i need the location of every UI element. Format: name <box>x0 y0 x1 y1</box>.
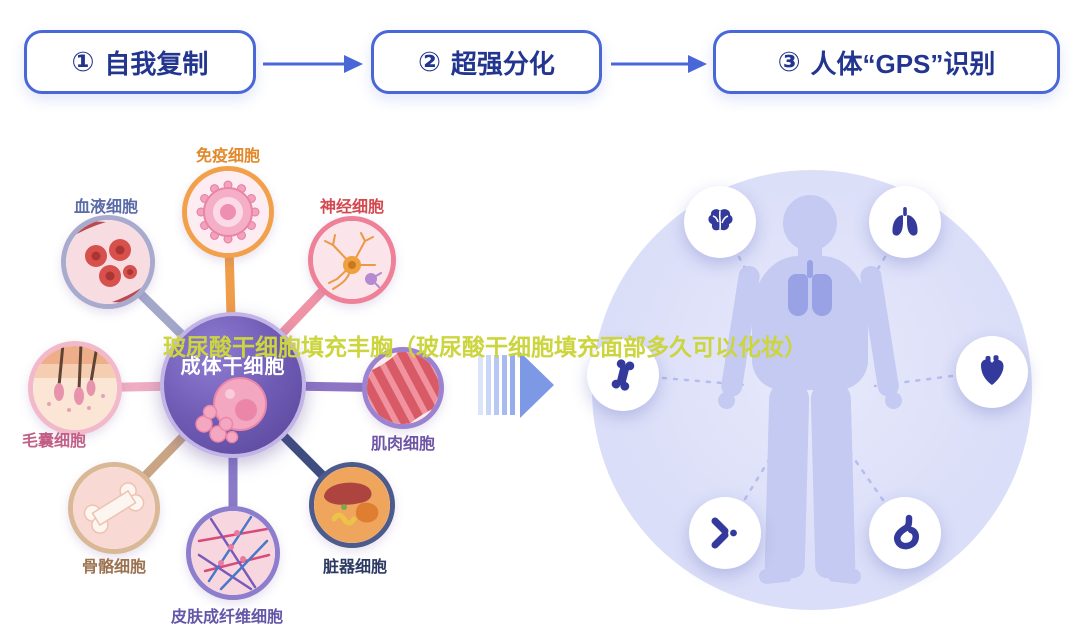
step-label-3: 人体“GPS”识别 <box>810 48 996 79</box>
bone-icon <box>587 339 659 411</box>
step-box-self-renewal: ① 自我复制 <box>24 30 256 94</box>
step-number-1: ① <box>71 46 95 77</box>
step-number-2: ② <box>418 46 441 77</box>
cell-label-hair-follicle: 毛囊细胞 <box>22 433 87 450</box>
cell-label-nerve: 神经细胞 <box>320 199 385 216</box>
cell-label-blood: 血液细胞 <box>74 199 139 216</box>
cell-immune <box>182 166 274 258</box>
fibroblast-illustration <box>191 511 275 595</box>
cell-label-immune: 免疫细胞 <box>196 148 261 165</box>
cell-label-organ: 脏器细胞 <box>323 559 388 576</box>
cell-bone <box>68 462 160 554</box>
cell-blood <box>61 215 155 309</box>
muscle-cell-illustration <box>367 352 439 424</box>
step-box-differentiation: ② 超强分化 <box>371 30 602 94</box>
lungs-icon <box>869 186 941 258</box>
transform-arrow <box>478 352 554 418</box>
brain-icon <box>684 186 756 258</box>
cell-organ <box>309 462 395 548</box>
hair-follicle-illustration <box>33 346 117 430</box>
step-label-1: 自我复制 <box>104 48 209 79</box>
flow-arrow-1 <box>263 55 363 73</box>
cell-label-muscle: 肌肉细胞 <box>371 436 436 453</box>
cell-nerve <box>308 216 396 304</box>
nerve-cell-illustration <box>313 221 391 299</box>
immune-cell-illustration <box>187 171 269 253</box>
knee-joint-icon <box>689 497 761 569</box>
flow-arrow-2 <box>611 55 707 73</box>
cell-hair-follicle <box>28 341 122 435</box>
bone-cell-illustration <box>73 467 155 549</box>
heart-icon <box>956 336 1028 408</box>
cell-skin-fibroblast <box>186 506 280 600</box>
step-label-2: 超强分化 <box>450 48 555 79</box>
step-number-3: ③ <box>777 46 801 77</box>
organ-cell-illustration <box>314 467 390 543</box>
stomach-icon <box>869 497 941 569</box>
cell-label-bone: 骨骼细胞 <box>82 559 147 576</box>
step-box-gps-recognition: ③ 人体“GPS”识别 <box>713 30 1060 94</box>
blood-cell-illustration <box>66 220 150 304</box>
overlay-title: 玻尿酸干细胞填充丰胸（玻尿酸干细胞填充面部多久可以化妆） <box>163 334 807 360</box>
cell-label-skin-fibroblast: 皮肤成纤维细胞 <box>171 609 284 626</box>
